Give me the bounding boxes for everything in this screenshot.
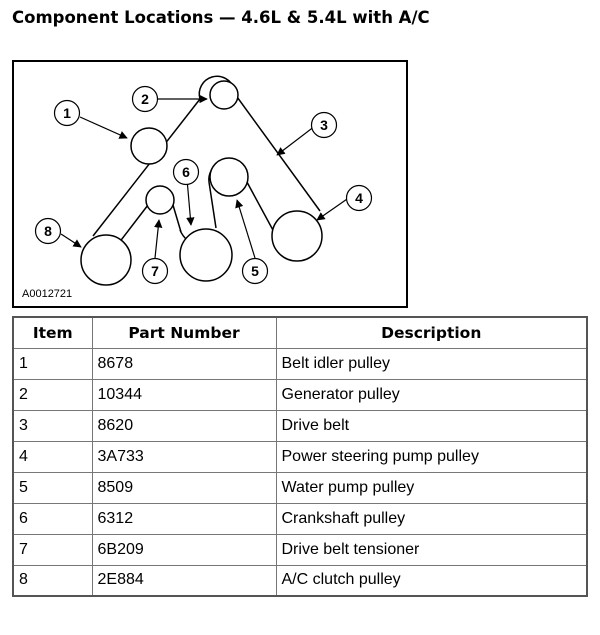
generator-pulley [209,80,239,110]
callout-3: 3 [310,111,338,139]
item-cell: 1 [12,347,93,380]
crankshaft-pulley [179,228,233,282]
belt-routing-diagram: 1 2 3 4 5 6 7 [12,60,408,308]
leader-line-8 [60,233,82,248]
header-item: Item [12,316,93,349]
part-number-cell: 3A733 [91,440,277,473]
item-cell: 2 [12,378,93,411]
svg-text:1: 1 [63,105,71,121]
item-cell: 7 [12,533,93,566]
leader-line-4 [316,196,351,221]
table-row: 2 10344 Generator pulley [12,378,588,411]
header-part-number: Part Number [91,316,277,349]
svg-text:6: 6 [182,164,190,180]
callout-2: 2 [131,85,159,113]
header-description: Description [275,316,588,349]
callout-8: 8 [34,217,62,245]
part-number-cell: 6312 [91,502,277,535]
leader-line-7 [154,219,163,259]
svg-text:2: 2 [141,91,149,107]
table-row: 5 8509 Water pump pulley [12,471,588,504]
table-row: 7 6B209 Drive belt tensioner [12,533,588,566]
item-cell: 6 [12,502,93,535]
description-cell: Water pump pulley [275,471,588,504]
table-header-row: Item Part Number Description [12,316,588,349]
table-row: 6 6312 Crankshaft pulley [12,502,588,535]
callout-6: 6 [172,158,200,186]
description-cell: A/C clutch pulley [275,564,588,597]
table-row: 4 3A733 Power steering pump pulley [12,440,588,473]
part-number-cell: 6B209 [91,533,277,566]
belt-idler-pulley [130,127,168,165]
drive-belt-tensioner [145,185,175,215]
leader-line-6 [186,178,195,226]
callout-7: 7 [141,257,169,285]
item-cell: 5 [12,471,93,504]
description-cell: Generator pulley [275,378,588,411]
leader-line-3 [276,125,316,156]
power-steering-pump-pulley [271,210,323,262]
callout-4: 4 [345,184,373,212]
callout-1: 1 [53,99,81,127]
svg-text:8: 8 [44,223,52,239]
item-cell: 4 [12,440,93,473]
belt-diagram-svg: 1 2 3 4 5 6 7 [34,75,373,286]
callout-5: 5 [241,257,269,285]
part-number-cell: 2E884 [91,564,277,597]
svg-text:3: 3 [320,117,328,133]
description-cell: Belt idler pulley [275,347,588,380]
page-title: Component Locations — 4.6L & 5.4L with A… [12,8,430,27]
description-cell: Crankshaft pulley [275,502,588,535]
parts-table: Item Part Number Description 1 8678 Belt… [12,316,588,597]
description-cell: Drive belt [275,409,588,442]
svg-text:4: 4 [355,190,363,206]
description-cell: Drive belt tensioner [275,533,588,566]
svg-text:5: 5 [251,263,259,279]
leader-line-1 [79,116,128,139]
figure-id-label: A0012721 [22,288,73,300]
item-cell: 3 [12,409,93,442]
part-number-cell: 8620 [91,409,277,442]
svg-text:7: 7 [151,263,159,279]
ac-clutch-pulley [80,234,132,286]
part-number-cell: 8678 [91,347,277,380]
part-number-cell: 8509 [91,471,277,504]
leader-line-5 [235,199,256,259]
table-row: 1 8678 Belt idler pulley [12,347,588,380]
water-pump-pulley [209,157,249,197]
description-cell: Power steering pump pulley [275,440,588,473]
table-row: 3 8620 Drive belt [12,409,588,442]
item-cell: 8 [12,564,93,597]
part-number-cell: 10344 [91,378,277,411]
table-row: 8 2E884 A/C clutch pulley [12,564,588,597]
